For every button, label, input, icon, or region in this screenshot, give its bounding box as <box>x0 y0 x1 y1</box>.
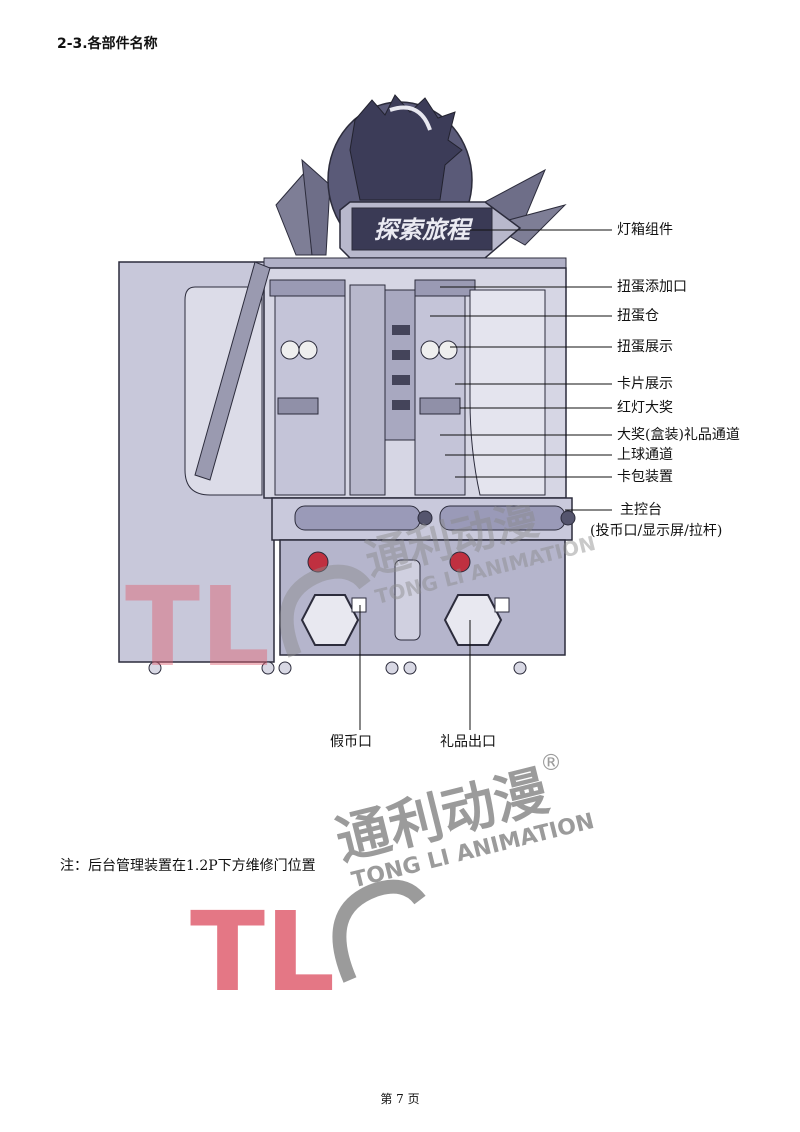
label-prize-outlet: 礼品出口 <box>440 734 496 750</box>
cabinet <box>148 257 576 675</box>
label-card-pack-device: 卡包装置 <box>617 469 673 485</box>
label-main-console-sub: (投币口/显示屏/拉杆) <box>590 523 723 539</box>
label-capsule-bin: 扭蛋仓 <box>617 308 659 324</box>
label-capsule-add: 扭蛋添加口 <box>617 279 687 295</box>
label-light-box: 灯箱组件 <box>617 222 673 238</box>
label-big-prize-channel: 大奖(盒装)礼品通道 <box>617 427 740 443</box>
page-number: 第 7 页 <box>380 1092 420 1106</box>
machine-sign-text: 探索旅程 <box>374 216 474 244</box>
leader-lines <box>359 229 612 730</box>
label-fake-coin-slot: 假币口 <box>330 734 372 750</box>
section-heading: 2-3.各部件名称 <box>57 36 158 52</box>
note-text: 注：后台管理装置在1.2P下方维修门位置 <box>60 858 316 874</box>
label-card-display: 卡片展示 <box>617 376 673 392</box>
label-capsule-display: 扭蛋展示 <box>617 339 673 355</box>
light-box-assembly: 探索旅程 <box>275 94 567 259</box>
label-main-console: 主控台 <box>620 502 662 518</box>
label-red-light-prize: 红灯大奖 <box>617 400 673 416</box>
label-ball-lift-channel: 上球通道 <box>617 447 673 463</box>
